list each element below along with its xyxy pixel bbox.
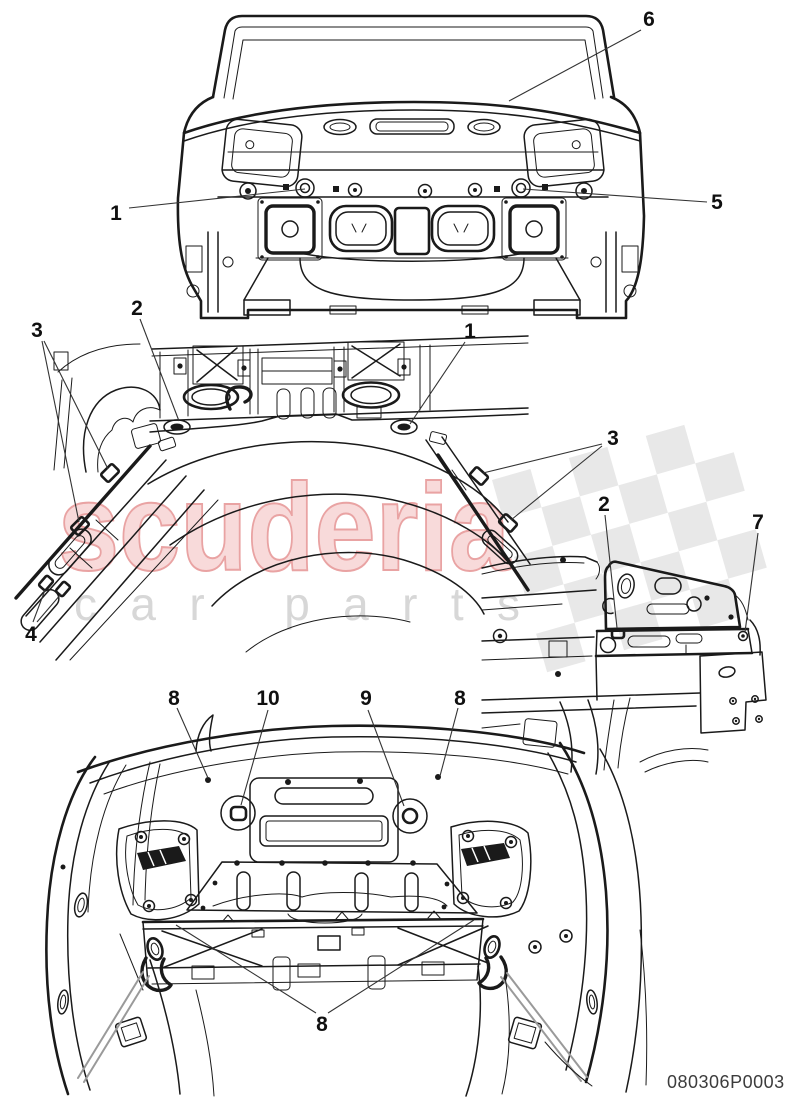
rear-body-view-drawing: 6 1 5 bbox=[110, 8, 723, 320]
callout-9: 9 bbox=[360, 687, 372, 710]
callout-5: 5 bbox=[711, 191, 723, 214]
callout-6: 6 bbox=[643, 8, 655, 31]
callout-2-detail: 2 bbox=[598, 493, 610, 516]
callout-8-bottom: 8 bbox=[316, 1013, 328, 1036]
checkered-flag-watermark bbox=[492, 424, 767, 673]
callout-2: 2 bbox=[131, 297, 143, 320]
callout-3-left: 3 bbox=[31, 319, 43, 342]
callout-1: 1 bbox=[110, 202, 122, 225]
watermark-brand-text: scuderia bbox=[58, 459, 511, 597]
watermark-tagline-text: car parts bbox=[74, 578, 520, 630]
callout-3-right: 3 bbox=[607, 427, 619, 450]
callout-7: 7 bbox=[752, 511, 764, 534]
side-panel-detail-drawing: 2 7 bbox=[481, 493, 767, 775]
callout-8-top-left: 8 bbox=[168, 687, 180, 710]
callout-1-floor: 1 bbox=[464, 320, 476, 343]
callout-8-top-right: 8 bbox=[454, 687, 466, 710]
callout-10: 10 bbox=[256, 687, 279, 710]
trunk-interior-view-drawing: 8 10 9 8 8 bbox=[45, 687, 648, 1097]
callout-4: 4 bbox=[25, 623, 37, 646]
part-number-text: 080306P0003 bbox=[667, 1072, 785, 1092]
